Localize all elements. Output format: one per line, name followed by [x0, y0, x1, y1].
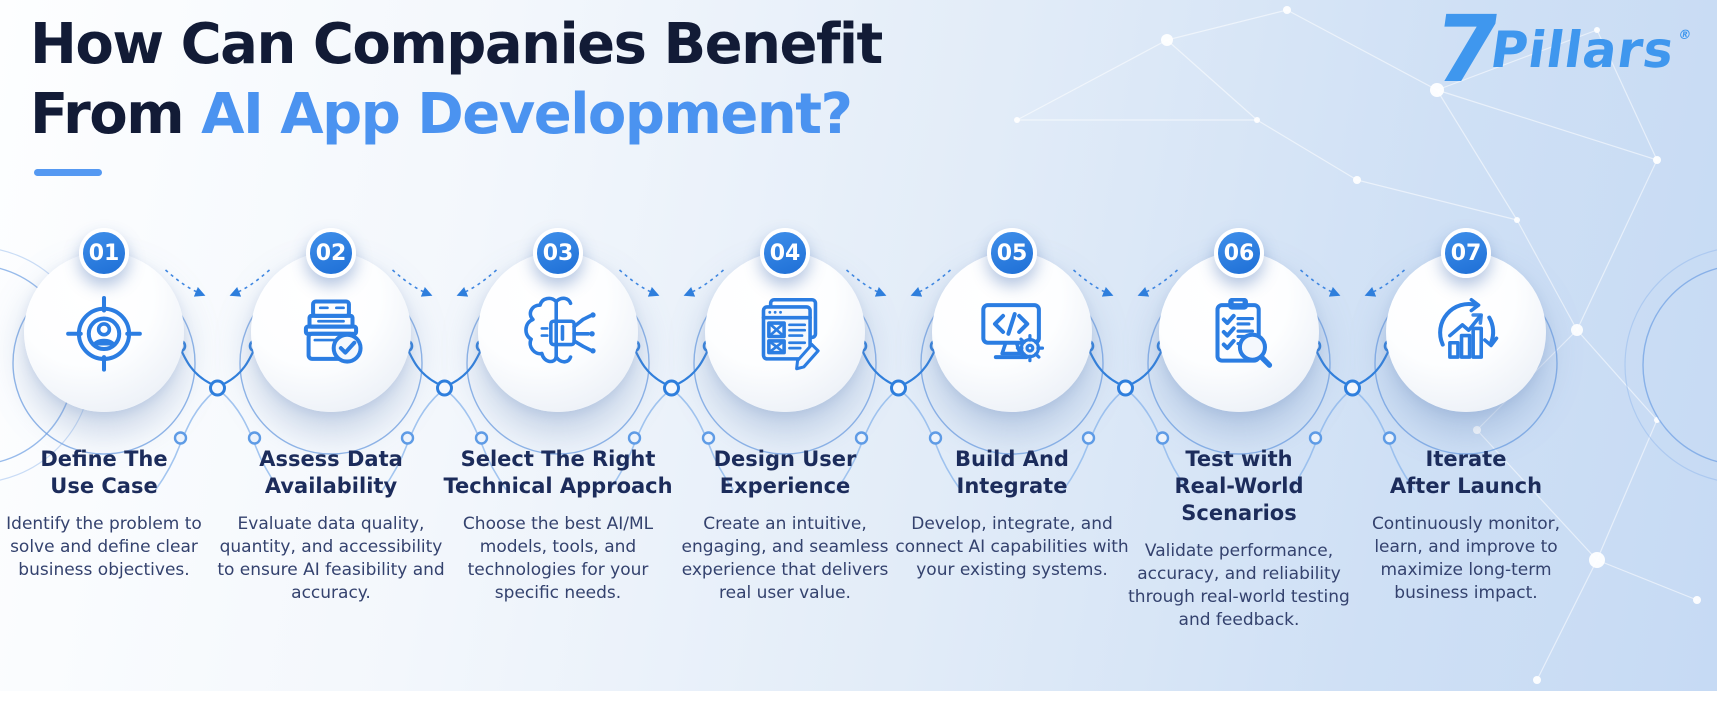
step-title: Iterate After Launch [1389, 447, 1543, 498]
step-description: Create an intuitive, engaging, and seaml… [681, 514, 889, 603]
step-number: 01 [88, 240, 120, 266]
step-description: Develop, integrate, and connect AI capab… [895, 514, 1129, 580]
title-line1: How Can Companies Benefit [30, 12, 883, 77]
checklist-magnifier-icon [1215, 297, 1273, 368]
step-title: Build And Integrate [955, 447, 1069, 498]
step-description: Identify the problem to solve and define… [6, 514, 202, 580]
step-number: 07 [1450, 240, 1482, 266]
step-number: 03 [542, 240, 574, 266]
step-title: Test with Real-World Scenarios [1174, 447, 1304, 525]
step-title: Design User Experience [713, 447, 857, 498]
step-badge: 07 [1441, 228, 1491, 278]
step-badge: 03 [533, 228, 583, 278]
logo-wordmark: Pillars [1486, 21, 1679, 79]
step-description: Evaluate data quality, quantity, and acc… [217, 514, 445, 603]
title-underline [34, 169, 102, 176]
data-archive-check-icon [303, 299, 363, 364]
page-title: How Can Companies Benefit From AI App De… [30, 10, 883, 150]
step-description: Choose the best AI/ML models, tools, and… [462, 514, 654, 603]
title-line2-dark: From [30, 82, 202, 147]
step-number: 05 [996, 240, 1028, 266]
step-column-2: 02 Assess Data Availability Evaluate dat… [209, 228, 453, 605]
title-line2-accent: AI App Development? [201, 82, 853, 147]
step-number: 02 [315, 240, 347, 266]
step-badge: 01 [79, 228, 129, 278]
step-column-6: 06 Test with Real-World Scenarios Valida… [1117, 228, 1361, 632]
step-badge: 02 [306, 228, 356, 278]
step-badge: 04 [760, 228, 810, 278]
bottom-strip [0, 691, 1717, 704]
registered-trademark: ® [1676, 28, 1693, 43]
step-column-4: 04 Design User Experience Create an intu… [663, 228, 907, 605]
step-number: 04 [769, 240, 801, 266]
step-description: Continuously monitor, learn, and improve… [1371, 514, 1561, 603]
step-column-5: 05 Build And Integrate Develop, integrat… [890, 228, 1134, 582]
step-column-1: 01 Define The Use Case Identify the prob… [0, 228, 226, 582]
user-target-icon [66, 295, 142, 372]
ai-brain-chip-icon [524, 296, 596, 364]
step-column-3: 03 Select The Right Technical Approach C… [436, 228, 680, 605]
step-title: Define The Use Case [40, 447, 168, 498]
brand-logo: 7 Pillars ® [1427, 0, 1695, 103]
step-badge: 06 [1214, 228, 1264, 278]
step-badge: 05 [987, 228, 1037, 278]
step-title: Select The Right Technical Approach [443, 447, 673, 498]
step-description: Validate performance, accuracy, and reli… [1128, 541, 1350, 630]
step-title: Assess Data Availability [259, 447, 403, 498]
step-number: 06 [1223, 240, 1255, 266]
iterate-growth-icon [1438, 297, 1499, 359]
wireframe-design-icon [761, 297, 820, 371]
step-column-7: 07 Iterate After Launch Continuously mon… [1344, 228, 1588, 605]
code-monitor-gear-icon [981, 303, 1045, 363]
